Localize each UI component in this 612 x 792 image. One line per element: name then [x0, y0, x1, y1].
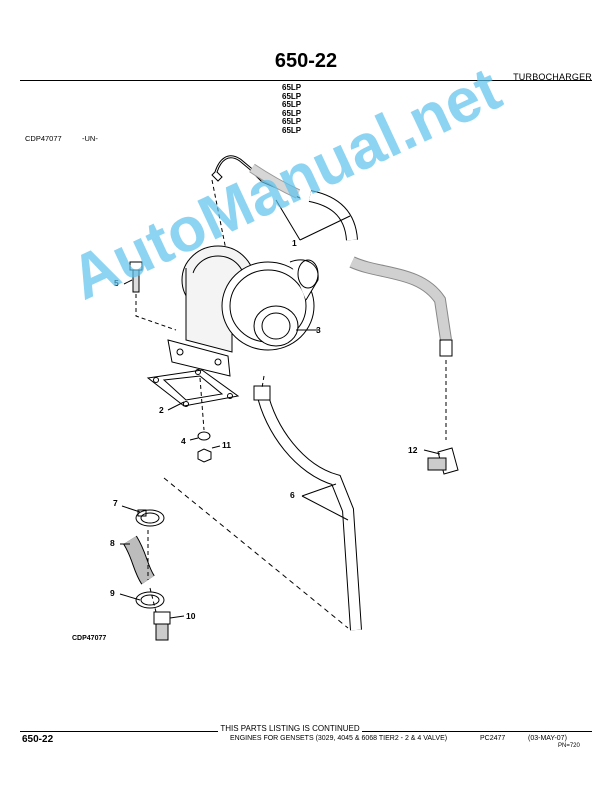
leader-6 [301, 483, 349, 521]
footer-divider-left [20, 731, 218, 732]
dash-line-lower [163, 477, 349, 629]
callout-6: 6 [290, 490, 295, 500]
oil-supply-tube-inner [215, 156, 253, 173]
leader-11 [211, 445, 221, 449]
callout-2: 2 [159, 405, 164, 415]
drain-hose-fitting [439, 339, 453, 357]
leader-9 [119, 593, 141, 601]
leader-12 [423, 449, 441, 455]
gasket-2 [146, 369, 240, 407]
footer-pc: PC2477 [480, 735, 506, 742]
figure-suffix: -UN- [82, 134, 98, 143]
dash-line-tube [261, 375, 265, 389]
page-title: 650-22 [274, 50, 338, 72]
callout-11: 11 [222, 440, 231, 450]
model-code: 65LP [282, 100, 302, 110]
clamp-9 [135, 591, 165, 609]
callout-3: 3 [316, 325, 321, 335]
model-code: 65LP [282, 91, 302, 101]
header-divider [20, 80, 592, 81]
model-code: 65LP [282, 83, 302, 92]
leader-5 [123, 279, 133, 285]
washer-4 [197, 431, 211, 441]
footer-page-number: 650-22 [22, 734, 54, 745]
footer-pn: PN=720 [558, 743, 580, 749]
model-code: 65LP [282, 117, 302, 127]
section-title: TURBOCHARGER [513, 72, 592, 82]
leader-10 [169, 615, 185, 619]
callout-4: 4 [181, 436, 186, 446]
turbocharger-body [167, 245, 319, 377]
leader-7 [121, 505, 141, 513]
continued-notice: THIS PARTS LISTING IS CONTINUED [220, 724, 360, 733]
elbow-fitting-12 [427, 447, 459, 475]
leader-2 [167, 401, 185, 411]
callout-7: 7 [113, 498, 118, 508]
callout-8: 8 [110, 538, 115, 548]
footer-divider-right [362, 731, 592, 732]
callout-12: 12 [408, 445, 418, 455]
model-code: 65LP [282, 108, 302, 118]
callout-5: 5 [114, 278, 119, 288]
model-code: 65LP [282, 125, 302, 135]
footer-engines: ENGINES FOR GENSETS (3029, 4045 & 6068 T… [230, 735, 448, 742]
bolt-5 [129, 261, 143, 293]
drain-tube-flange [253, 385, 271, 401]
callout-10: 10 [186, 611, 196, 621]
callout-1: 1 [292, 238, 297, 248]
footer-date: (03-MAY-07) [528, 735, 567, 742]
nut-11 [197, 448, 212, 463]
callout-9: 9 [110, 588, 115, 598]
leader-4 [189, 437, 199, 441]
leader-1 [275, 199, 351, 241]
figure-caption-id: CDP47077 [72, 635, 107, 642]
fitting-10 [153, 611, 171, 641]
figure-id: CDP47077 [25, 134, 62, 143]
model-list: 65LP 65LP 65LP 65LP 65LP 65LP [282, 83, 322, 136]
clamp-7 [135, 509, 165, 527]
oil-supply-fitting [211, 170, 223, 182]
